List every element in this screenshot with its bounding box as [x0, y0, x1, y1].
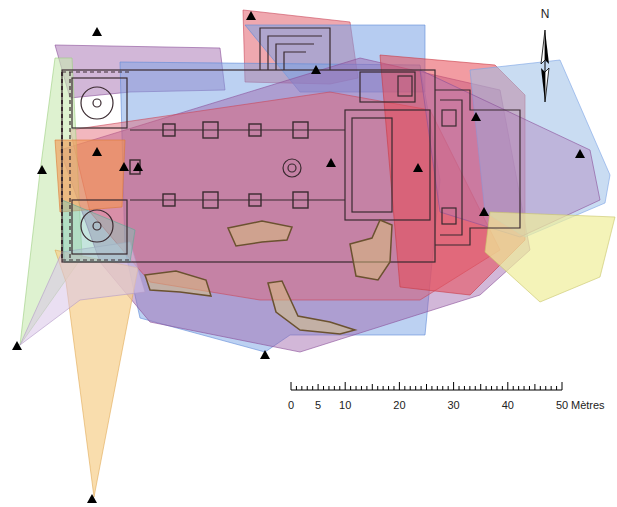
scale-tick [323, 386, 324, 390]
scale-tick [291, 382, 292, 390]
scale-tick [296, 386, 297, 390]
scale-tick [388, 386, 389, 390]
scale-tick [464, 386, 465, 390]
scale-tick [339, 386, 340, 390]
scale-tick [415, 386, 416, 390]
scale-tick [556, 386, 557, 390]
scale-ticks [291, 382, 562, 390]
scale-unit: Mètres [571, 400, 605, 411]
scale-tick [545, 386, 546, 390]
scale-tick [431, 386, 432, 390]
scale-label: 10 [339, 400, 351, 411]
scale-tick [410, 386, 411, 390]
scale-tick [486, 386, 487, 390]
scale-tick [459, 386, 460, 390]
scale-label: 5 [315, 400, 321, 411]
rubble-areas [145, 220, 392, 334]
scale-tick [491, 386, 492, 390]
scale-tick [377, 386, 378, 390]
scale-tick [307, 386, 308, 390]
scale-tick [475, 386, 476, 390]
scale-tick [540, 386, 541, 390]
scale-tick [496, 386, 497, 390]
scale-label: 50 [556, 400, 568, 411]
scale-tick [437, 386, 438, 390]
north-arrow [541, 30, 549, 102]
viewshed-polygons [20, 10, 615, 497]
scale-tick [404, 386, 405, 390]
scale-tick [372, 384, 373, 390]
scale-tick [334, 386, 335, 390]
scale-label: 20 [393, 400, 405, 411]
church-plan [62, 28, 520, 262]
scale-tick [442, 386, 443, 390]
scale-tick [448, 386, 449, 390]
scale-label: 40 [502, 400, 514, 411]
scale-tick [328, 386, 329, 390]
scale-tick [469, 386, 470, 390]
scale-tick [312, 386, 313, 390]
scale-tick [383, 386, 384, 390]
scale-label: 0 [288, 400, 294, 411]
scale-tick [453, 382, 454, 390]
scale-tick [318, 384, 319, 390]
scale-tick [361, 386, 362, 390]
scale-tick [350, 386, 351, 390]
scale-tick [356, 386, 357, 390]
scale-tick [345, 382, 346, 390]
scale-tick [551, 386, 552, 390]
scale-tick [421, 386, 422, 390]
scale-tick [507, 382, 508, 390]
scale-tick [524, 386, 525, 390]
scale-tick [480, 384, 481, 390]
scale-tick [534, 384, 535, 390]
scale-tick [366, 386, 367, 390]
scale-tick [393, 386, 394, 390]
scale-tick [502, 386, 503, 390]
scale-tick [399, 382, 400, 390]
camera-positions [12, 11, 585, 503]
scale-tick [518, 386, 519, 390]
scale-tick [513, 386, 514, 390]
north-label: N [541, 8, 550, 20]
scale-tick [529, 386, 530, 390]
scale-tick [426, 384, 427, 390]
scale-tick [562, 382, 563, 390]
scale-label: 30 [447, 400, 459, 411]
scale-tick [301, 386, 302, 390]
